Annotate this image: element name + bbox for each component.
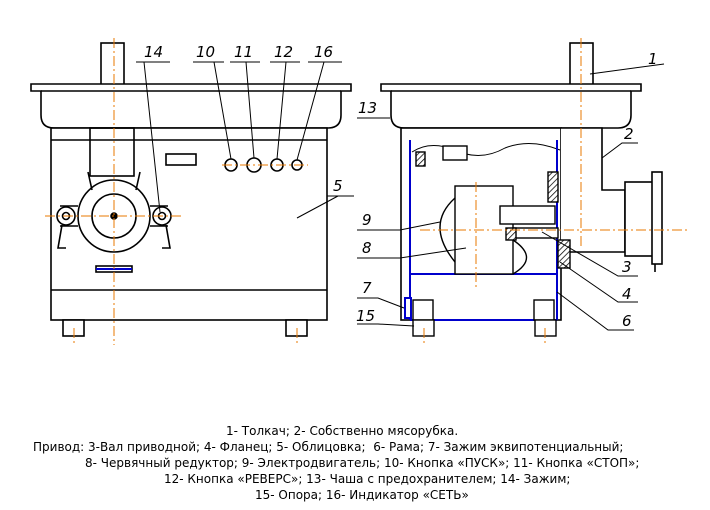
label-3: 3 bbox=[622, 258, 632, 276]
side-grinder-body bbox=[561, 127, 626, 253]
front-plate bbox=[165, 153, 197, 166]
label-11: 11 bbox=[234, 43, 253, 61]
side-foot-right bbox=[533, 299, 555, 321]
front-pusher bbox=[100, 42, 125, 86]
gear-8 bbox=[499, 205, 556, 225]
label-8: 8 bbox=[362, 239, 372, 257]
flange-4 bbox=[547, 171, 559, 203]
side-foot-left bbox=[412, 299, 434, 321]
label-14: 14 bbox=[144, 43, 163, 61]
caption-line-1: 1- Толкач; 2- Собственно мясорубка. bbox=[226, 424, 459, 438]
leader-lines bbox=[136, 61, 665, 331]
front-bowl bbox=[30, 83, 352, 129]
side-view bbox=[380, 42, 663, 321]
label-5: 5 bbox=[333, 177, 343, 195]
front-view bbox=[30, 42, 352, 337]
caption-line-5: 15- Опора; 16- Индикатор «СЕТЬ» bbox=[255, 488, 469, 502]
caption-line-3: 8- Червячный редуктор; 9- Электродвигате… bbox=[85, 456, 640, 470]
side-bowl bbox=[380, 83, 642, 129]
label-1: 1 bbox=[648, 50, 658, 68]
label-13: 13 bbox=[358, 99, 377, 117]
caption-line-2: Привод: 3-Вал приводной; 4- Фланец; 5- О… bbox=[33, 440, 624, 454]
label-2: 2 bbox=[624, 125, 634, 143]
clamp-14 bbox=[57, 224, 171, 249]
caption-line-4: 12- Кнопка «РЕВЕРС»; 13- Чаша с предохра… bbox=[164, 472, 571, 486]
label-7: 7 bbox=[362, 279, 372, 297]
label-16: 16 bbox=[314, 43, 333, 61]
label-4: 4 bbox=[622, 285, 632, 303]
label-10: 10 bbox=[196, 43, 215, 61]
label-9: 9 bbox=[362, 211, 372, 229]
meat-grinder-drawing: 14 10 11 12 16 5 1 13 2 9 8 3 4 7 15 6 bbox=[30, 38, 690, 345]
label-6: 6 bbox=[622, 312, 632, 330]
label-15: 15 bbox=[356, 307, 375, 325]
label-12: 12 bbox=[274, 43, 293, 61]
